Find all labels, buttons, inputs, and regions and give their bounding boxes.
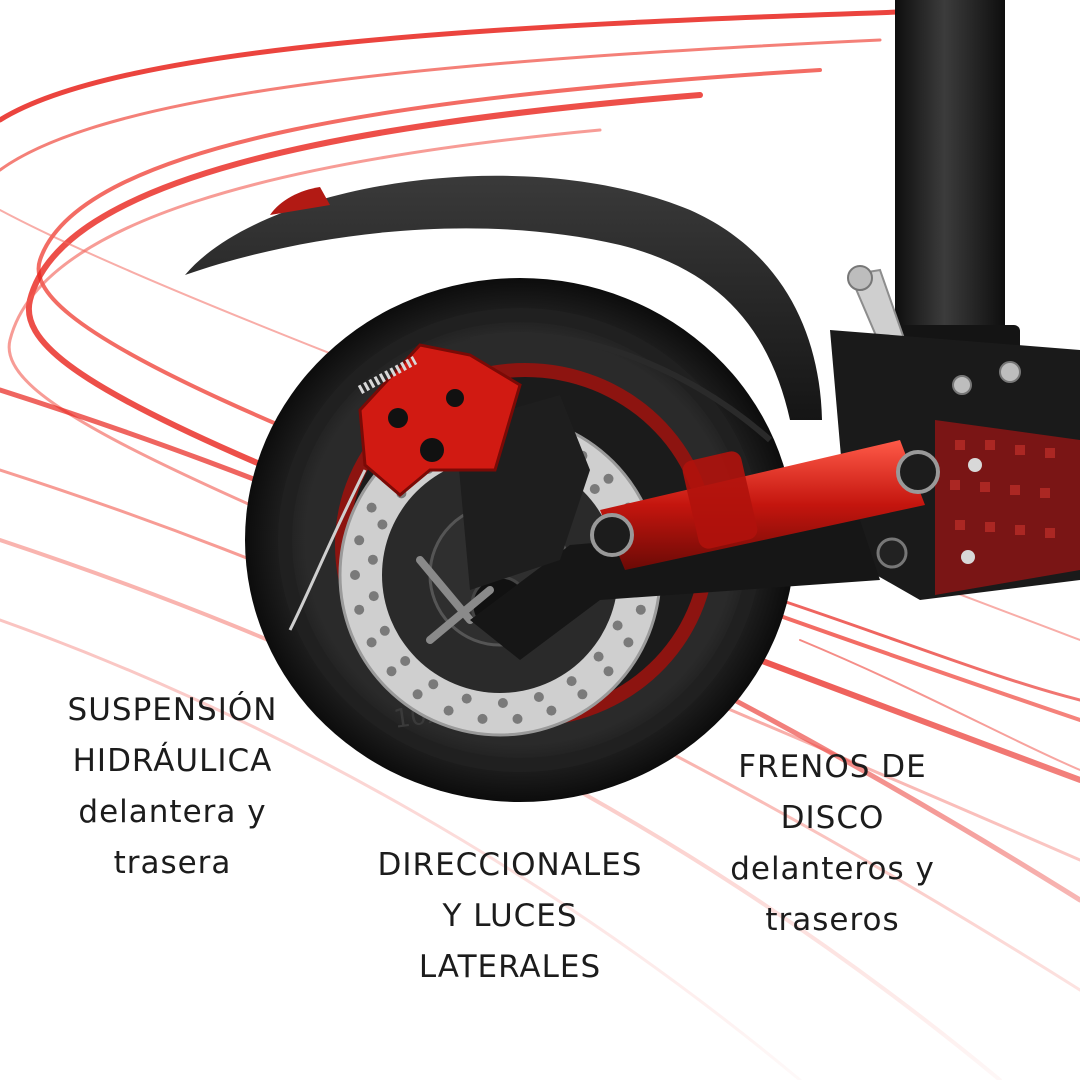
hydraulic-shock	[590, 440, 940, 570]
rear-fender	[185, 175, 822, 420]
caption-line: delantera y	[78, 794, 267, 830]
disc-hole	[461, 693, 472, 704]
feature-brakes-caption: FRENOS DE DISCO delanteros y traseros	[700, 742, 965, 946]
caption-line: DIRECCIONALES	[377, 847, 643, 883]
caption-line: DISCO	[780, 800, 885, 836]
disc-hole	[366, 637, 377, 648]
disc-hole	[400, 656, 411, 666]
disc-hole	[603, 473, 614, 484]
swing-arm	[470, 520, 880, 660]
disc-hole	[386, 666, 397, 677]
disc-hole	[497, 698, 508, 708]
caption-line: HIDRÁULICA	[72, 743, 273, 779]
disc-hole	[354, 535, 365, 546]
disc-hole	[612, 620, 623, 631]
caption-line: delanteros y	[730, 851, 935, 887]
disc-hole	[635, 604, 646, 615]
brake-caliper	[358, 343, 522, 497]
disc-hole	[577, 689, 588, 700]
disc-hole	[412, 689, 423, 700]
disc-hole	[589, 484, 600, 494]
disc-hole	[428, 679, 439, 690]
caliper-spring	[357, 356, 418, 394]
caption-line: LATERALES	[418, 949, 602, 985]
disc-hole	[368, 591, 379, 602]
side-light-pattern	[950, 440, 1055, 538]
caption-line: FRENOS DE	[738, 749, 927, 785]
disc-hole	[354, 604, 365, 615]
disc-hole	[546, 705, 557, 716]
disc-hole	[377, 519, 388, 530]
seat-pole	[895, 0, 1005, 345]
disc-hole	[623, 637, 634, 648]
brake-cable	[469, 331, 772, 443]
caption-line: trasera	[113, 845, 232, 881]
disc-hole	[512, 713, 523, 724]
disc-hole	[350, 570, 360, 580]
disc-hole	[603, 666, 614, 677]
disc-hole	[533, 692, 544, 702]
disc-hole	[443, 705, 454, 716]
disc-hole	[593, 651, 604, 662]
caption-line: SUSPENSIÓN	[67, 692, 278, 728]
disc-hole	[366, 502, 377, 513]
fender-reflector	[270, 187, 330, 215]
caption-line: Y LUCES	[442, 898, 578, 934]
disc-hole	[379, 625, 390, 636]
feature-lights-caption: DIRECCIONALES Y LUCES LATERALES	[365, 840, 655, 993]
disc-hole	[477, 713, 488, 724]
brake-cable-end	[288, 469, 367, 631]
caption-line: traseros	[765, 902, 900, 938]
feature-suspension-caption: SUSPENSIÓN HIDRÁULICA delantera y traser…	[40, 685, 305, 889]
disc-hole	[566, 676, 577, 687]
disc-hole	[367, 554, 378, 565]
